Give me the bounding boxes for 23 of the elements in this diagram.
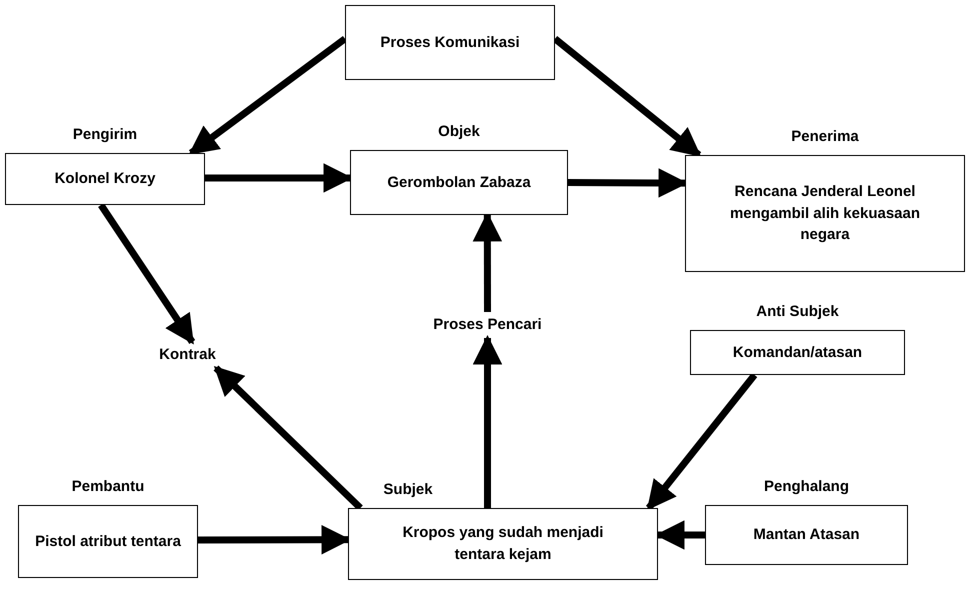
box-label: Gerombolan Zabaza — [387, 172, 531, 193]
arrow — [98, 203, 196, 344]
box-heading: Subjek — [382, 480, 434, 500]
box-heading: Pembantu — [70, 477, 146, 498]
box-heading: Penerima — [790, 127, 860, 148]
node-label: Proses Pencari — [433, 315, 542, 336]
box-label: Kolonel Krozy — [54, 169, 156, 190]
box-label: Kropos yang sudah menjadi tentara kejam — [402, 523, 604, 565]
box-label: Rencana Jenderal Leonel mengambil alih kekuasaan negara — [728, 182, 922, 246]
node-label: Kontrak — [159, 345, 216, 366]
box-label: Mantan Atasan — [753, 525, 860, 546]
box-heading: Pengirim — [72, 125, 138, 146]
arrow — [188, 36, 348, 156]
arrow — [646, 372, 758, 510]
box-heading: Objek — [437, 122, 481, 142]
arrow — [214, 365, 363, 511]
box-heading: Penghalang — [762, 477, 850, 498]
arrow — [472, 335, 502, 508]
box-label: Komandan/atasan — [732, 342, 862, 363]
box-heading: Anti Subjek — [755, 302, 840, 322]
box-label: Proses Komunikasi — [380, 32, 520, 53]
box-label: Pistol atribut tentara — [35, 532, 181, 552]
text-box — [345, 5, 555, 80]
